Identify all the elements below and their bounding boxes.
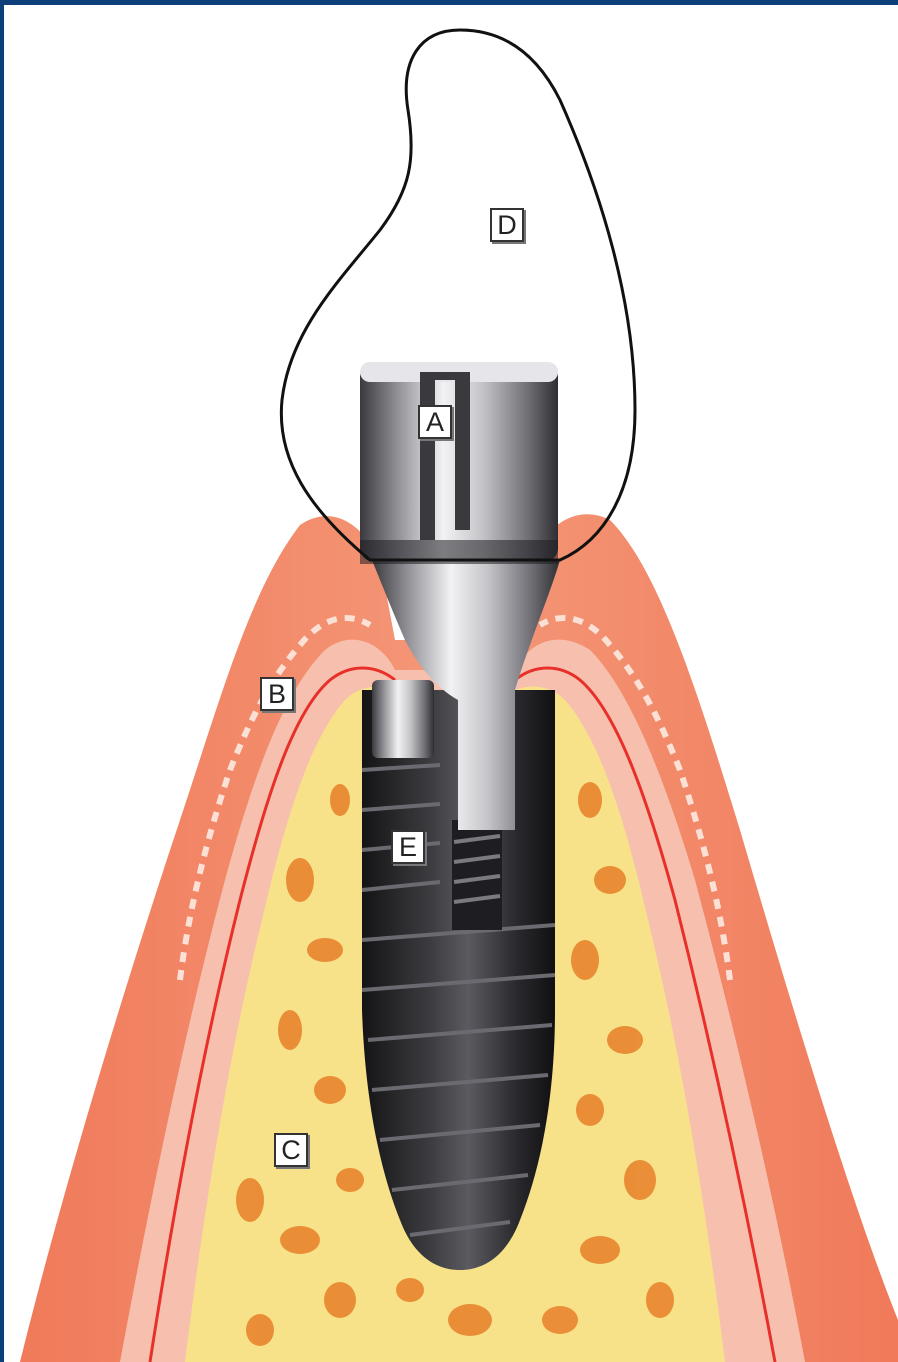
label-gingiva: B <box>260 677 294 711</box>
label-abutment: A <box>418 405 452 439</box>
label-bone: C <box>274 1133 308 1167</box>
label-implant: E <box>391 830 425 864</box>
label-crown: D <box>490 208 524 242</box>
